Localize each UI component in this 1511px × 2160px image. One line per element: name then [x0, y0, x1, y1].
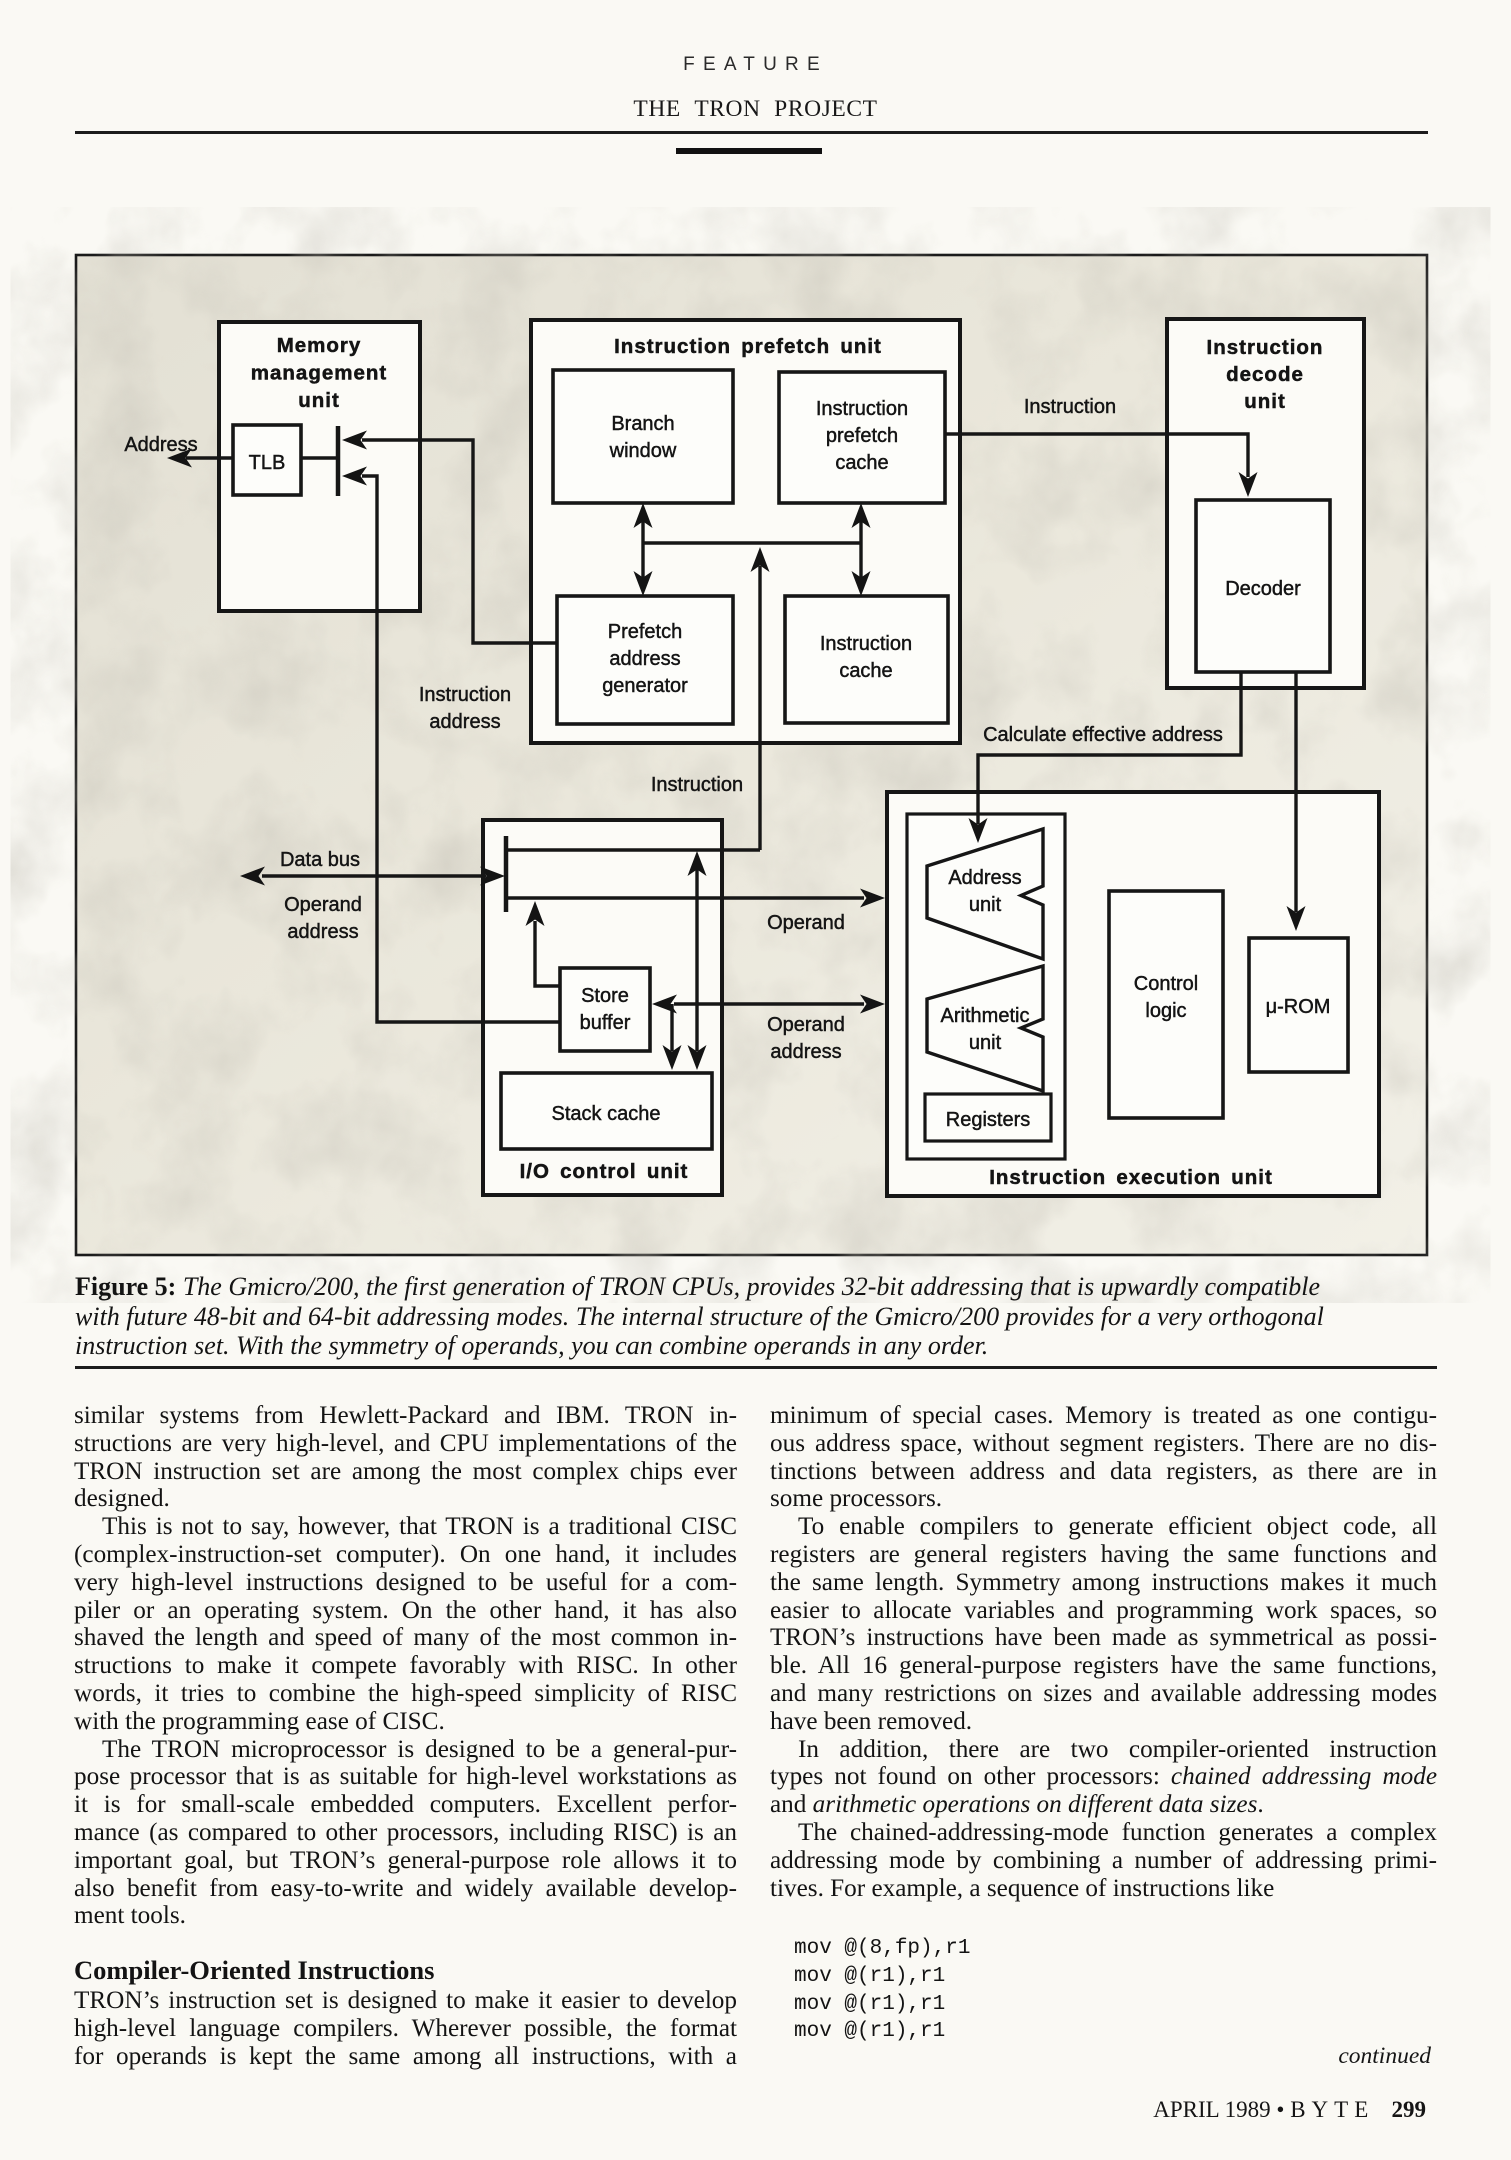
svg-text:Calculate effective address: Calculate effective address — [983, 724, 1223, 746]
svg-text:decode: decode — [1226, 363, 1304, 386]
svg-text:Operand: Operand — [284, 894, 362, 916]
svg-text:Instruction: Instruction — [1207, 336, 1324, 359]
svg-text:Prefetch: Prefetch — [608, 621, 682, 643]
svg-text:unit: unit — [969, 1032, 1002, 1054]
svg-text:generator: generator — [602, 675, 688, 697]
svg-text:μ-ROM: μ-ROM — [1266, 996, 1331, 1018]
svg-text:Branch: Branch — [611, 413, 674, 435]
svg-text:Memory: Memory — [277, 334, 362, 357]
svg-text:Instruction: Instruction — [820, 633, 912, 655]
svg-text:Stack cache: Stack cache — [552, 1103, 661, 1125]
svg-text:prefetch: prefetch — [826, 425, 898, 447]
svg-text:Control: Control — [1134, 973, 1198, 995]
svg-text:unit: unit — [1244, 390, 1286, 413]
svg-text:address: address — [770, 1041, 841, 1063]
svg-text:Instruction: Instruction — [651, 774, 743, 796]
svg-text:Instruction execution unit: Instruction execution unit — [989, 1166, 1273, 1189]
svg-text:cache: cache — [835, 452, 888, 474]
svg-text:TLB: TLB — [249, 452, 286, 474]
svg-text:Address: Address — [124, 434, 197, 456]
svg-text:address: address — [429, 711, 500, 733]
svg-text:window: window — [609, 440, 677, 462]
svg-text:Instruction: Instruction — [1024, 396, 1116, 418]
svg-text:Address: Address — [948, 867, 1021, 889]
svg-text:Decoder: Decoder — [1225, 578, 1301, 600]
svg-text:address: address — [287, 921, 358, 943]
svg-text:management: management — [251, 362, 387, 385]
svg-text:Instruction: Instruction — [816, 398, 908, 420]
svg-text:Store: Store — [581, 985, 629, 1007]
svg-text:unit: unit — [969, 894, 1002, 916]
svg-text:Arithmetic: Arithmetic — [941, 1005, 1030, 1027]
svg-text:buffer: buffer — [580, 1012, 631, 1034]
svg-text:unit: unit — [298, 389, 340, 412]
svg-text:address: address — [609, 648, 680, 670]
svg-text:Operand: Operand — [767, 1014, 845, 1036]
svg-text:Instruction prefetch unit: Instruction prefetch unit — [614, 335, 882, 358]
svg-text:logic: logic — [1145, 1000, 1186, 1022]
svg-text:cache: cache — [839, 660, 892, 682]
svg-text:I/O control unit: I/O control unit — [520, 1160, 689, 1183]
svg-text:Instruction: Instruction — [419, 684, 511, 706]
svg-text:Registers: Registers — [946, 1109, 1030, 1131]
svg-text:Data bus: Data bus — [280, 849, 360, 871]
svg-text:Operand: Operand — [767, 912, 845, 934]
